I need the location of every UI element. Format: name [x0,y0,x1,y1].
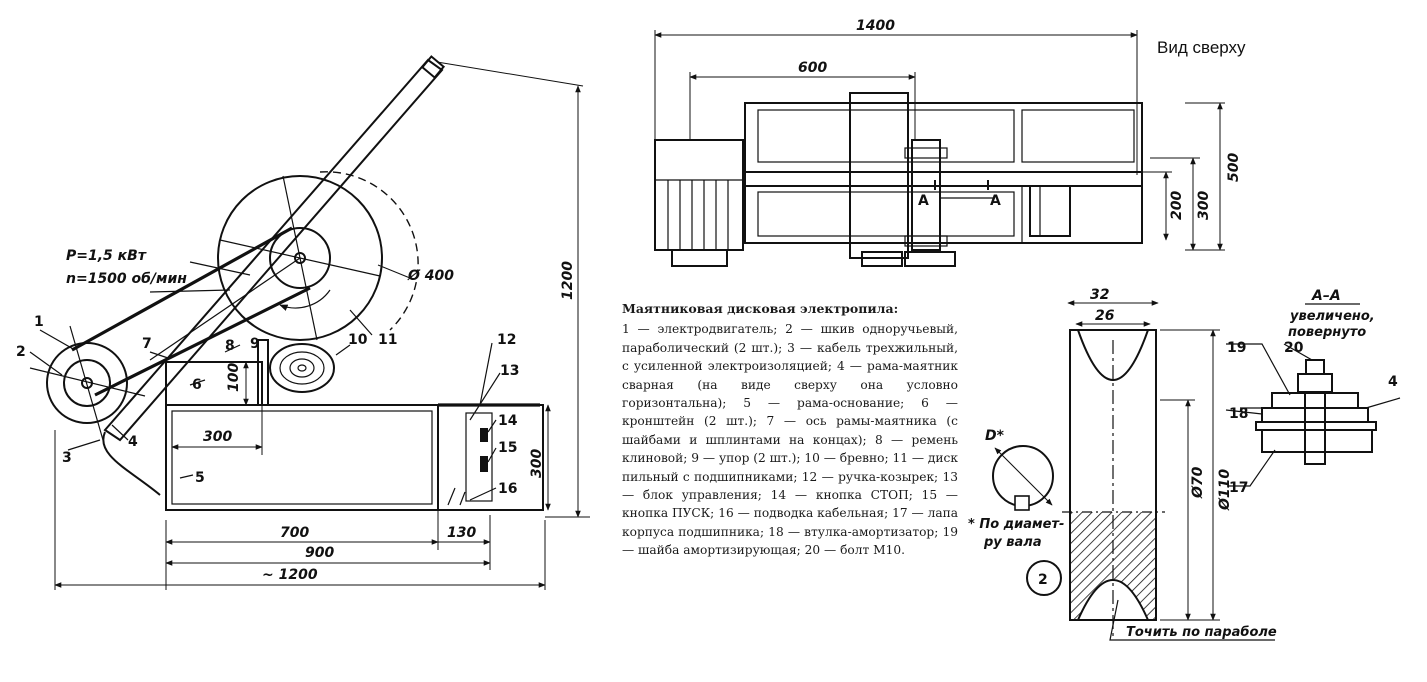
rotation-arrow [279,289,331,311]
dim-300-top: 300 [1196,191,1212,220]
callout-12: 12 [497,332,516,348]
shaft-note-line1: * По диамет- [968,517,1064,532]
shaft-diameter-label: D* [985,428,1005,444]
log [269,343,335,393]
motor [46,342,128,424]
side-view: P=1,5 кВт n=1500 об/мин Ø 400 1200 100 3… [16,55,590,590]
callout-16: 16 [498,481,517,497]
speed-label: n=1500 об/мин [66,271,187,287]
callout-4: 4 [128,434,138,450]
dim-1400: 1400 [856,18,895,34]
shaft-note-line2: ру вала [983,535,1042,550]
power-label: P=1,5 кВт [66,248,147,264]
stop [257,339,269,406]
legend-title: Маятниковая дисковая электропила: [622,301,899,316]
cable [102,431,161,496]
dim-d70: Ø70 [1190,466,1206,499]
bracket [165,361,263,406]
bolt-head [1297,373,1333,393]
callout-15: 15 [498,440,517,456]
section-subtitle-2: повернуто [1288,325,1366,340]
section-title: А–А [1311,288,1341,304]
section-subtitle-1: увеличено, [1290,309,1375,324]
dim-600: 600 [798,60,827,76]
legend-body: 1 — электродвигатель; 2 — шкив одноручье… [622,322,958,558]
disc-pulley [269,227,331,289]
damper-bushing [1261,407,1369,423]
dim-32: 32 [1090,287,1109,303]
dim-bracket-100: 100 [226,363,242,392]
callout-7: 7 [142,336,152,352]
callout-10: 10 [348,332,368,348]
callout-19: 19 [1227,340,1246,356]
detail-number-circle [1026,560,1062,596]
dim-300-vertical: 300 [529,449,545,478]
callout-13: 13 [500,363,519,379]
dim-700: 700 [280,525,309,541]
top-control-box [1029,185,1071,237]
dim-900: 900 [305,545,334,561]
stop-button [480,428,488,442]
start-button [480,456,488,472]
callout-18: 18 [1229,406,1248,422]
dim-300-horizontal: 300 [203,429,232,445]
callout-1: 1 [34,314,44,330]
dim-200-top: 200 [1169,191,1185,220]
dim-d110: Ø110 [1217,469,1233,511]
callout-3: 3 [62,450,72,466]
motor-pulley [63,359,111,407]
callout-11: 11 [378,332,397,348]
dim-height-1200: 1200 [560,261,576,300]
dim-26: 26 [1095,308,1115,324]
damping-washer [1271,392,1359,409]
v-belt [71,226,311,397]
section-aa-detail: А–А увеличено, повернуто 19 20 4 18 17 [1225,288,1401,496]
bearing-foot [1261,429,1373,453]
legend: Маятниковая дисковая электропила: 1 — эл… [622,300,958,560]
top-disc [911,139,941,251]
parabola-note: Точить по параболе [1126,625,1277,640]
section-mark-left: A [918,193,929,209]
disc-diameter-label: Ø 400 [407,268,454,284]
callout-4-section: 4 [1388,374,1398,390]
saw-disc [217,175,383,341]
top-log [849,92,909,259]
callout-17: 17 [1229,480,1248,496]
top-view-title: Вид сверху [1157,38,1246,57]
callout-14: 14 [498,413,518,429]
pulley-detail: 32 26 Ø70 Ø110 D* * По диамет- ру вала 2… [968,287,1277,641]
detail-number: 2 [1038,572,1048,588]
dim-500: 500 [1226,153,1242,182]
callout-9: 9 [250,336,260,352]
dim-total-1200: ~ 1200 [262,567,318,583]
saw-disc-guard [319,171,419,331]
section-mark-right: A [990,193,1001,209]
top-view: Вид сверху 1400 600 [654,18,1246,267]
callout-5: 5 [195,470,205,486]
callout-6: 6 [192,377,202,393]
pendulum-frame [103,58,444,442]
callout-2: 2 [16,344,26,360]
callout-8: 8 [225,338,235,354]
bolt [1304,391,1326,465]
dim-130: 130 [447,525,476,541]
base-frame [165,404,439,511]
